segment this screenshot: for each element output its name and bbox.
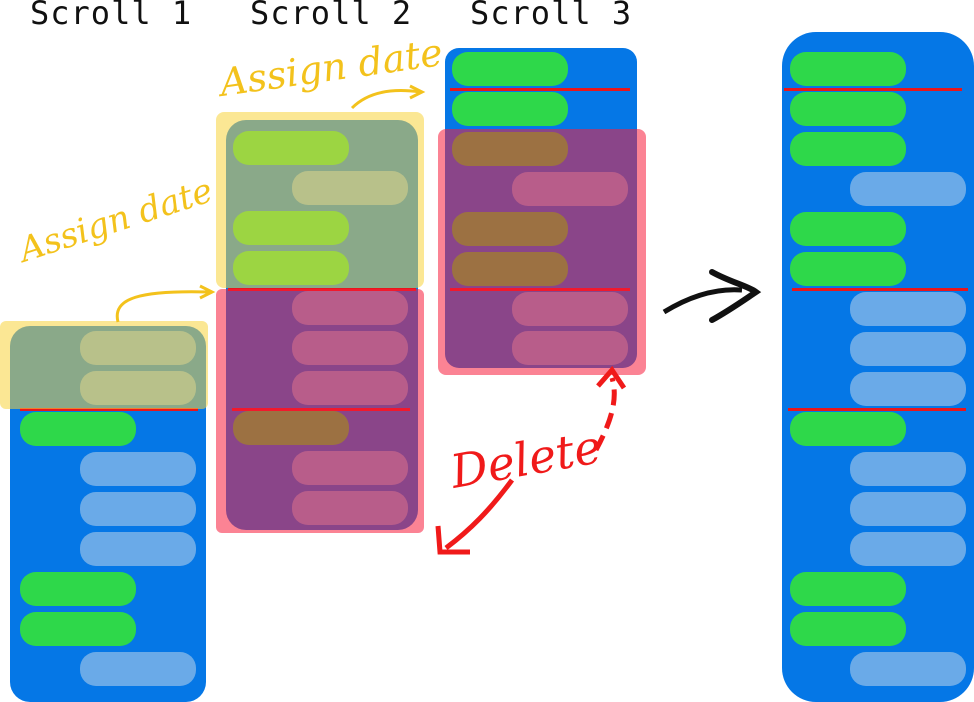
delete-label: Delete bbox=[446, 419, 606, 499]
message-bubble-sent bbox=[790, 132, 906, 166]
scroll-3-title: Scroll 3 bbox=[470, 0, 633, 32]
message-bubble-sent bbox=[20, 412, 136, 446]
message-bubble-sent bbox=[20, 612, 136, 646]
result-arrow bbox=[662, 287, 743, 315]
scroll-2-title: Scroll 2 bbox=[250, 0, 413, 32]
message-bubble-sent bbox=[790, 212, 906, 246]
message-bubble-sent bbox=[452, 92, 568, 126]
message-bubble-sent bbox=[790, 252, 906, 286]
arrow-assign-2 bbox=[350, 89, 421, 110]
date-divider bbox=[784, 88, 962, 91]
message-bubble-sent bbox=[790, 412, 906, 446]
message-bubble-sent bbox=[20, 572, 136, 606]
message-bubble-received bbox=[850, 372, 966, 406]
message-bubble-received bbox=[80, 452, 196, 486]
assign-date-highlight bbox=[216, 112, 424, 288]
date-divider bbox=[792, 288, 968, 291]
message-bubble-received bbox=[850, 452, 966, 486]
arrow-delete-scroll2 bbox=[444, 478, 515, 550]
message-bubble-received bbox=[80, 652, 196, 686]
message-bubble-received bbox=[850, 172, 966, 206]
date-divider bbox=[450, 88, 630, 91]
assign-date-label-1: Assign date bbox=[12, 171, 218, 272]
message-bubble-sent bbox=[790, 612, 906, 646]
date-divider bbox=[20, 408, 198, 411]
assign-date-label-2: Assign date bbox=[214, 30, 445, 105]
message-bubble-sent bbox=[790, 92, 906, 126]
scroll-1-title: Scroll 1 bbox=[30, 0, 193, 32]
delete-highlight bbox=[216, 289, 424, 533]
message-bubble-received bbox=[850, 652, 966, 686]
delete-highlight bbox=[438, 129, 646, 375]
message-bubble-received bbox=[80, 492, 196, 526]
date-divider bbox=[788, 408, 966, 411]
message-bubble-sent bbox=[790, 572, 906, 606]
arrow-delete-scroll3 bbox=[593, 377, 617, 452]
message-bubble-received bbox=[850, 492, 966, 526]
message-bubble-sent bbox=[790, 52, 906, 86]
message-bubble-received bbox=[850, 292, 966, 326]
message-bubble-received bbox=[80, 532, 196, 566]
message-bubble-sent bbox=[452, 52, 568, 86]
message-bubble-received bbox=[850, 532, 966, 566]
assign-date-highlight bbox=[0, 321, 208, 409]
message-bubble-received bbox=[850, 332, 966, 366]
arrow-assign-1 bbox=[115, 290, 211, 323]
